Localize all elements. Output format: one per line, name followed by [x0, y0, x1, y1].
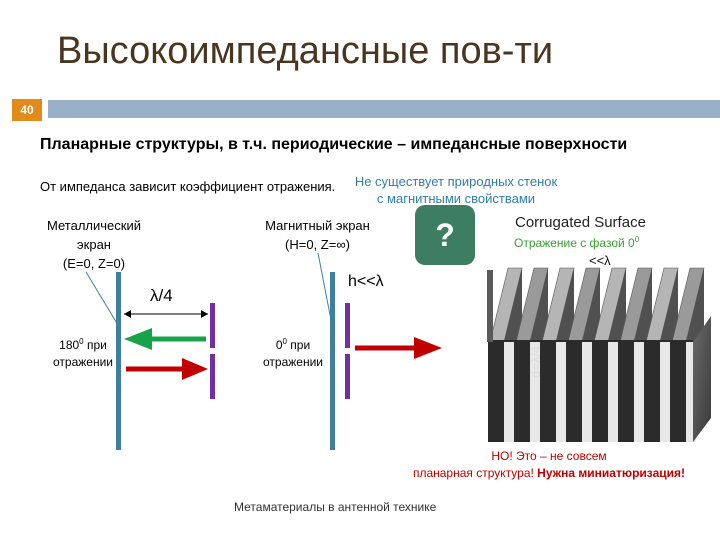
section-subheading: От импеданса зависит коэффициент отражен…	[40, 179, 336, 194]
corrugated-title: Corrugated Surface	[515, 214, 646, 231]
slide-title: Высокоимпедансные пов-ти	[57, 30, 554, 72]
magnet-red-arrow-head	[414, 337, 442, 359]
lambda4-arrowhead-left	[124, 310, 131, 318]
magnet-label-line2: (H=0, Z=∞)	[285, 237, 350, 252]
caveat-line2: планарная структура! Нужна миниатюризаци…	[412, 466, 686, 480]
fin-slot	[660, 342, 670, 442]
green-arrow-head	[124, 328, 152, 350]
red-arrow-head	[182, 358, 208, 380]
magnet-pointer-line	[317, 252, 333, 326]
slide-number: 40	[12, 99, 42, 121]
slide-footer: Метаматериалы в антенной технике	[234, 500, 437, 514]
metal-label-line3: (E=0, Z=0)	[62, 256, 126, 271]
fin-slot	[556, 342, 566, 442]
metal-purple-bottom	[210, 354, 215, 399]
metal-label-line2: экран	[77, 237, 111, 252]
section-heading: Планарные структуры, в т.ч. периодически…	[40, 136, 628, 153]
fin-slot	[686, 342, 696, 442]
fin-slot	[504, 342, 514, 442]
fin-slot	[530, 342, 540, 442]
caveat-line1: НО! Это – не совсем	[491, 449, 607, 463]
lambda4-arrowhead-right	[201, 310, 208, 318]
fin-slot	[608, 342, 618, 442]
no-walls-line1: Не существует природных стенок	[354, 174, 558, 189]
magnetic-screen-label: Магнитный экран (H=0, Z=∞)	[255, 216, 380, 254]
magnet-screen-bar	[330, 272, 335, 450]
fin-slot	[634, 342, 644, 442]
fin-slot	[582, 342, 592, 442]
metal-pointer-line	[85, 271, 119, 326]
magnet-purple-top	[345, 303, 350, 348]
period-label: <<λ	[589, 253, 611, 268]
magnet-label-line1: Магнитный экран	[265, 218, 370, 233]
metal-screen-bar	[116, 272, 121, 450]
metal-purple-top	[210, 303, 215, 348]
magnet-phase-note: 00 при отражении	[263, 337, 323, 369]
no-walls-line2: с магнитными свойствами	[376, 191, 536, 206]
metal-screen-label: Металлический экран (E=0, Z=0)	[40, 216, 148, 273]
question-badge: ?	[415, 205, 475, 265]
magnet-purple-bottom	[345, 354, 350, 399]
quarter-wave-label: λ/4	[150, 286, 173, 305]
miniaturization-note: НО! Это – не совсем планарная структура!…	[383, 448, 715, 482]
metal-phase-note: 1800 при отражении	[53, 337, 113, 369]
title-rule	[48, 100, 720, 118]
thin-gap-label: h<<λ	[348, 273, 384, 290]
no-natural-walls-note: Не существует природных стенок с магнитн…	[340, 173, 572, 207]
corrugated-surface-image	[487, 210, 712, 450]
reflection-phase-label: Отражение с фазой 00	[514, 235, 640, 250]
depth-label: d=λ/4	[528, 345, 543, 378]
metal-label-line1: Металлический	[47, 218, 141, 233]
